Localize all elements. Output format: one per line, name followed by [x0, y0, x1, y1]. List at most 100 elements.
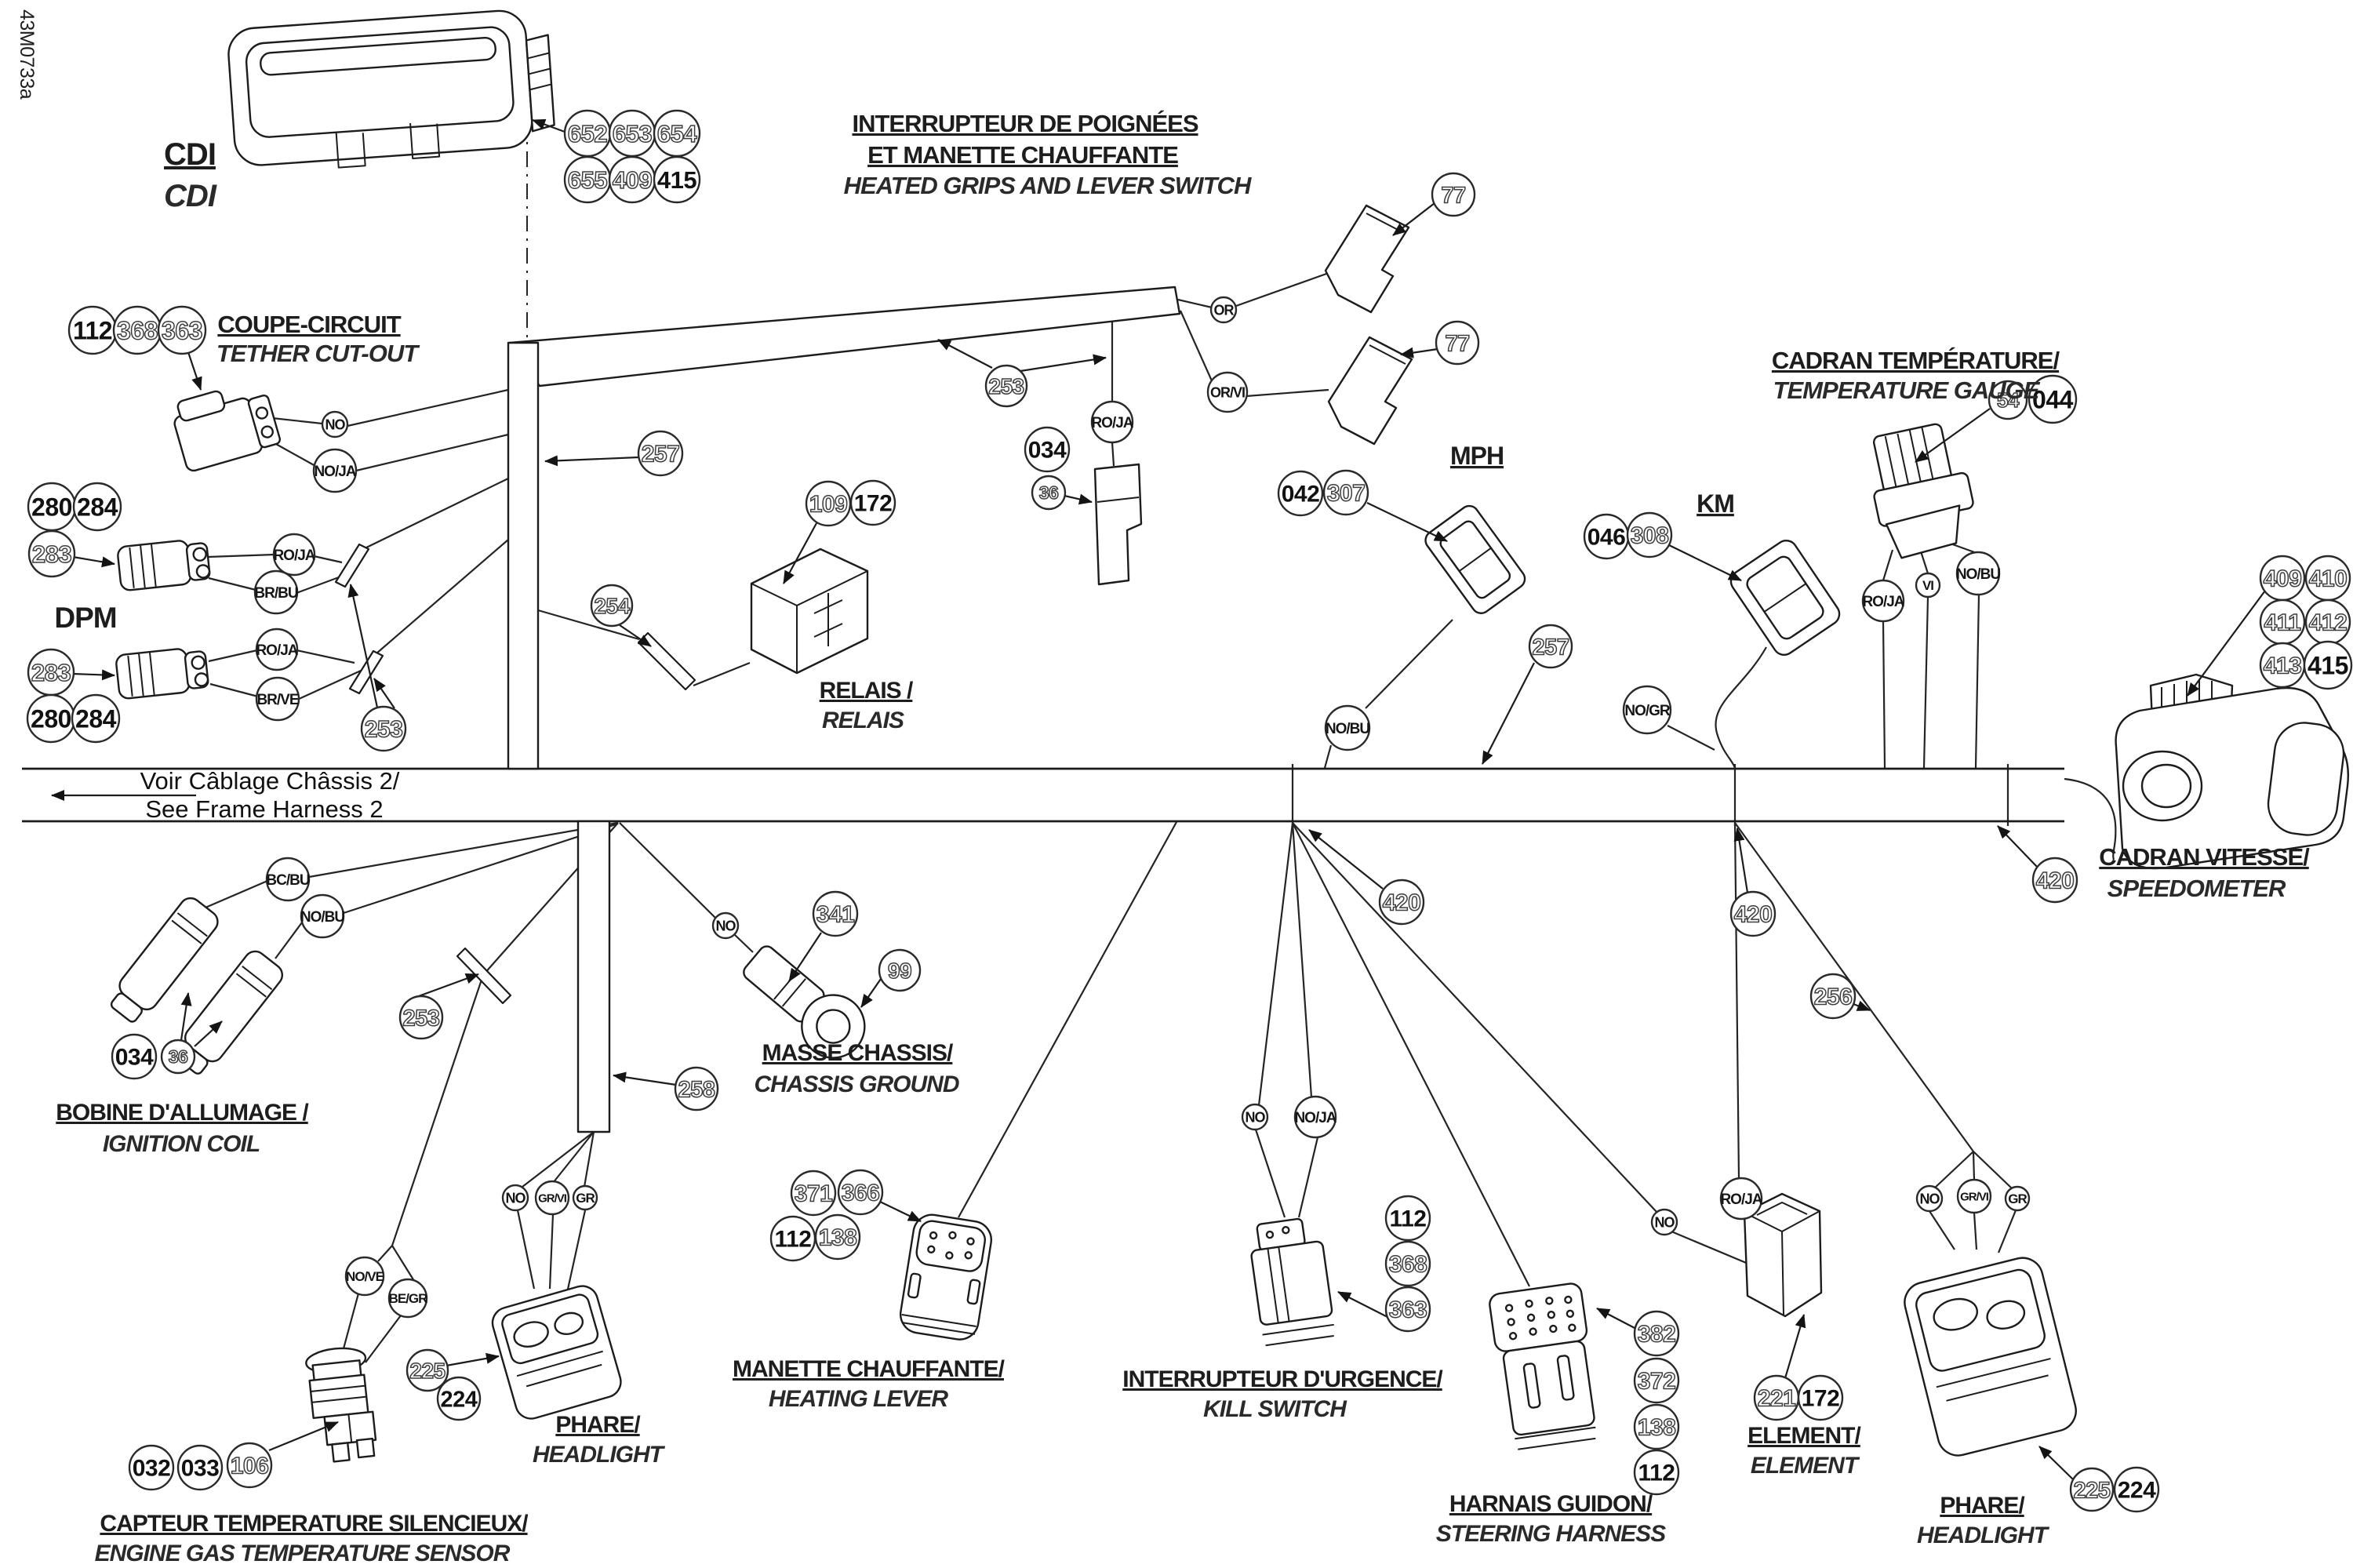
leader-arrow [1596, 1308, 1637, 1330]
part-callout-225: 225 [406, 1348, 449, 1392]
harness-wire [1973, 1212, 1978, 1250]
callout-number: 109 [809, 492, 848, 518]
callout-number: 410 [2309, 566, 2348, 592]
callout-number: 280 [31, 493, 72, 521]
component-label: TETHER CUT-OUT [216, 340, 420, 367]
part-callout-413: 413 [2259, 642, 2306, 689]
leader-arrow [1915, 408, 1991, 463]
callout-circle [1384, 1286, 1431, 1333]
callout-number: 044 [2032, 385, 2074, 413]
wire-color-label-NO-BU: NO/BU [300, 893, 345, 939]
part-callout-368: 368 [112, 305, 162, 355]
wire-color-label-NO-VE: NO/VE [344, 1256, 385, 1297]
leader-arrow [1392, 202, 1435, 236]
part-callout-283: 283 [27, 648, 75, 697]
part-callout-409: 409 [608, 155, 656, 204]
leader-arrow [416, 973, 479, 999]
part-callout-36: 36 [1031, 475, 1067, 511]
callout-number: 382 [1638, 1322, 1676, 1348]
part-callout-257: 257 [1528, 624, 1573, 669]
part-callout-283: 283 [27, 529, 76, 578]
component-label: SPEEDOMETER [2108, 875, 2286, 902]
callout-circle [1031, 475, 1067, 511]
callout-number: 257 [1533, 635, 1569, 660]
callout-number: 653 [613, 120, 652, 147]
callout-circle [2303, 640, 2353, 690]
component-label: MASSE CHASSIS/ [762, 1040, 954, 1066]
harness-wire [1254, 1129, 1286, 1218]
wire-label-circle [711, 911, 740, 940]
harness-wire [522, 1131, 595, 1188]
component-label: HEADLIGHT [1917, 1523, 2050, 1548]
leader-arrow [1482, 662, 1535, 765]
leader-arrow [180, 992, 192, 1041]
part-callout-033: 033 [176, 1444, 224, 1491]
component-label: RELAIS [822, 708, 904, 733]
callout-number: 224 [2118, 1478, 2156, 1504]
leader-arrow [544, 455, 639, 467]
callout-number: 411 [2264, 610, 2301, 636]
part-callout-044: 044 [2028, 374, 2078, 424]
callout-circle [111, 1033, 158, 1080]
harness-wire [1246, 388, 1329, 398]
wire-color-code: OR [1214, 302, 1235, 318]
component-label: CADRAN VITESSE/ [2099, 843, 2310, 871]
callout-number: 415 [2308, 651, 2348, 679]
harness-wire [1929, 1210, 1955, 1250]
part-callout-034: 034 [111, 1033, 158, 1080]
part-callout-172: 172 [849, 479, 896, 526]
component-label: CDI [164, 179, 217, 213]
component-label: STEERING HARNESS [1436, 1521, 1666, 1547]
components-layer [22, 9, 2350, 1463]
cdi-module [227, 9, 555, 169]
wire-color-code: NO/GR [1624, 703, 1671, 719]
wire-label-circle [572, 1184, 598, 1211]
harness-wire [271, 417, 323, 425]
drawing-number: 43M0733a [16, 9, 38, 100]
harness-wire [1882, 549, 1894, 581]
callout-number: 283 [32, 540, 71, 568]
wire-color-label-OR-VI: OR/VI [1206, 371, 1249, 413]
part-callout-257: 257 [637, 430, 684, 477]
harness-wire [391, 1245, 415, 1282]
wire-color-code: NO [325, 417, 346, 432]
part-callout-138: 138 [1633, 1403, 1680, 1450]
part-callout-284: 284 [71, 693, 121, 744]
harness-trunk [507, 341, 540, 770]
engine-temp-sensor [305, 1347, 377, 1463]
wire-label-circle [1206, 371, 1249, 413]
harness-wire [343, 822, 619, 915]
wire-label-circle [321, 410, 349, 438]
callout-circle [1378, 879, 1425, 926]
harness-wire [1733, 822, 1740, 1179]
callout-circle [1384, 1240, 1431, 1287]
component-label: COUPE-CIRCUIT [217, 311, 401, 338]
harness-wire [274, 442, 316, 467]
wire-color-code: NO/BU [1326, 721, 1370, 737]
conduit-bars-layer [334, 543, 696, 1005]
callout-number: 253 [403, 1006, 440, 1031]
callout-circle [157, 305, 207, 355]
wire-color-code: RO/JA [1720, 1191, 1762, 1208]
wire-label-circle [272, 533, 316, 577]
km-gauge-connector [1729, 539, 1841, 657]
callout-number: 254 [594, 594, 630, 618]
wire-color-label-NO: NO [1650, 1208, 1678, 1236]
harness-wire [296, 649, 355, 664]
callout-circle [160, 1039, 196, 1075]
leader-arrow [1400, 347, 1438, 358]
wire-color-code: BR/BU [254, 585, 297, 602]
component-label: HEADLIGHT [533, 1442, 666, 1468]
callout-circle [436, 1376, 482, 1421]
wire-color-label-OR: OR [1209, 296, 1238, 324]
leader-arrow [373, 678, 395, 709]
part-callout-172: 172 [1797, 1374, 1844, 1421]
heating-lever-connector [899, 1213, 993, 1341]
callout-number: 372 [1638, 1369, 1676, 1395]
callout-number: 366 [842, 1181, 880, 1206]
wire-color-code: GR [576, 1191, 595, 1206]
harness-wire [308, 821, 619, 879]
callout-circle [1024, 426, 1071, 473]
callout-number: 225 [2074, 1478, 2111, 1503]
